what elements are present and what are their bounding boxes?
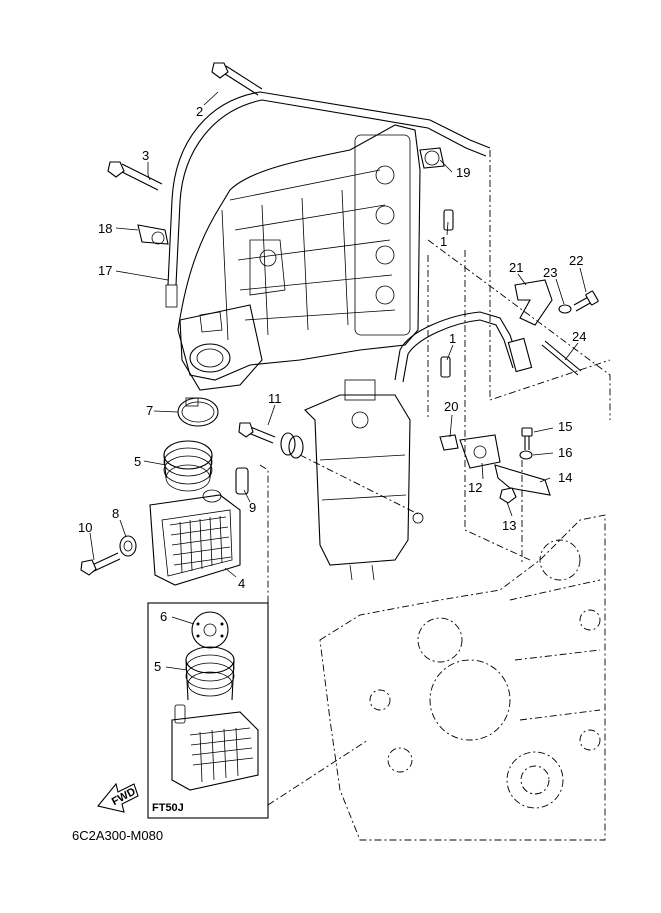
callout-1-lower: 1 bbox=[449, 331, 456, 346]
callout-23: 23 bbox=[543, 265, 557, 280]
callout-18: 18 bbox=[98, 221, 112, 236]
callout-17: 17 bbox=[98, 263, 112, 278]
callout-13: 13 bbox=[502, 518, 516, 533]
silencer-4 bbox=[149, 489, 241, 586]
callout-1-upper: 1 bbox=[440, 234, 447, 249]
pin-1-upper bbox=[443, 209, 454, 231]
bolt-11 bbox=[238, 422, 276, 444]
vapor-separator bbox=[304, 379, 411, 581]
clamp-19 bbox=[419, 147, 445, 169]
tie-24 bbox=[541, 340, 582, 376]
bolt-3 bbox=[107, 161, 163, 191]
seal-5-upper bbox=[163, 440, 213, 492]
callout-2: 2 bbox=[196, 104, 203, 119]
callout-20: 20 bbox=[444, 399, 458, 414]
callout-5-upper: 5 bbox=[134, 454, 141, 469]
callout-14: 14 bbox=[558, 470, 572, 485]
solenoid-12 bbox=[459, 434, 501, 469]
callout-12: 12 bbox=[468, 480, 482, 495]
grommet-11 bbox=[280, 432, 304, 459]
callout-10: 10 bbox=[78, 520, 92, 535]
intake-manifold bbox=[177, 124, 421, 381]
hose-17 bbox=[165, 91, 491, 308]
clamp-7 bbox=[177, 397, 219, 427]
callout-4: 4 bbox=[238, 576, 245, 591]
bracket-14 bbox=[494, 464, 551, 496]
reference-lines bbox=[259, 150, 611, 806]
nut-13 bbox=[499, 487, 517, 504]
callout-11: 11 bbox=[268, 391, 282, 406]
collar-9 bbox=[235, 467, 249, 495]
callout-6: 6 bbox=[160, 609, 167, 624]
inset-ft50j bbox=[147, 602, 269, 819]
callout-21: 21 bbox=[509, 260, 523, 275]
callout-8: 8 bbox=[112, 506, 119, 521]
callouts: 2 3 18 17 19 1 1 21 23 22 24 11 20 15 16… bbox=[78, 104, 586, 674]
callout-15: 15 bbox=[558, 419, 572, 434]
fuel-hose bbox=[394, 311, 533, 383]
callout-5-lower: 5 bbox=[154, 659, 161, 674]
cylinder-block bbox=[319, 514, 606, 841]
callout-19: 19 bbox=[456, 165, 470, 180]
bolt-2 bbox=[211, 62, 263, 96]
bolt-22 bbox=[573, 290, 599, 312]
clip-20 bbox=[439, 434, 459, 451]
bracket-21 bbox=[514, 279, 553, 326]
bolt-10 bbox=[80, 552, 121, 576]
inset-label: FT50J bbox=[152, 802, 184, 814]
callout-22: 22 bbox=[569, 253, 583, 268]
bolt-15 bbox=[521, 427, 533, 450]
diagram-code: 6C2A300-M080 bbox=[72, 828, 163, 843]
fwd-label: FWD bbox=[110, 786, 138, 808]
washer-16 bbox=[519, 450, 533, 460]
throttle-body bbox=[179, 304, 263, 391]
callout-9: 9 bbox=[249, 500, 256, 515]
grommet-8 bbox=[119, 535, 137, 557]
callout-7: 7 bbox=[146, 403, 153, 418]
pin-1-lower bbox=[440, 356, 451, 378]
callout-16: 16 bbox=[558, 445, 572, 460]
callout-3: 3 bbox=[142, 148, 149, 163]
washer-23 bbox=[558, 304, 572, 314]
fwd-arrow-icon bbox=[97, 782, 139, 813]
leader-lines bbox=[89, 91, 587, 671]
clamp-18 bbox=[137, 224, 169, 245]
callout-24: 24 bbox=[572, 329, 586, 344]
